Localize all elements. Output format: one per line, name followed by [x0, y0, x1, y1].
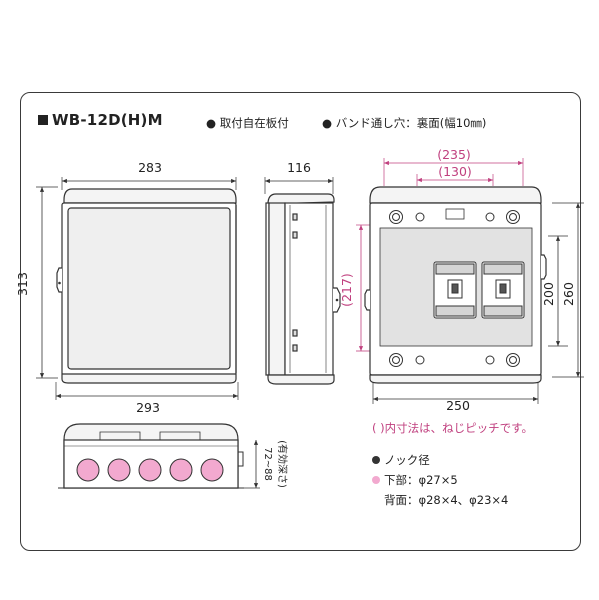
knockout-hole-5	[200, 458, 224, 482]
pink-dot-icon	[372, 476, 380, 484]
model-name: WB-12D(H)M	[52, 111, 163, 129]
rear-inner-height-label: 200	[541, 282, 556, 306]
side-view	[264, 177, 341, 385]
breaker-left	[433, 261, 477, 319]
square-bullet-icon	[38, 115, 48, 125]
bottom-knockouts	[76, 458, 224, 482]
front-view	[36, 177, 239, 400]
front-width-bottom-label: 293	[136, 400, 160, 415]
rear-outer-height-label: 260	[561, 282, 576, 306]
front-height-label: 313	[15, 272, 30, 296]
breaker-right	[481, 261, 525, 319]
feature-mounting-plate: ● 取付自在板付	[206, 116, 289, 130]
diagram-frame	[20, 92, 581, 551]
black-dot-icon	[372, 456, 380, 464]
model-title: WB-12D(H)M	[38, 111, 163, 129]
pitch-note: ( )内寸法は、ねじピッチです。	[372, 421, 533, 435]
front-width-top-label: 283	[138, 160, 162, 175]
side-depth-label: 116	[287, 160, 311, 175]
rear-width-label: 250	[446, 398, 470, 413]
knockout-hole-4	[169, 458, 193, 482]
knockout-hole-3	[138, 458, 162, 482]
rear-pitch-inner-label: (130)	[438, 164, 472, 179]
knockout-hole-2	[107, 458, 131, 482]
knockout-title: ノック径	[372, 452, 430, 468]
effective-depth-label: 72~88	[262, 447, 273, 481]
rear-pitch-vertical-label: (217)	[339, 273, 354, 307]
knockout-hole-1	[76, 458, 100, 482]
rear-pitch-outer-label: (235)	[437, 147, 471, 162]
knockout-bottom: 下部：φ27×5	[372, 472, 458, 488]
rear-view	[356, 158, 584, 404]
knockout-back: 背面：φ28×4、φ23×4	[384, 493, 509, 507]
effective-depth-note: (有効深さ)	[276, 440, 289, 488]
feature-band-hole: ● バンド通し穴：裏面(幅10㎜)	[322, 116, 487, 130]
